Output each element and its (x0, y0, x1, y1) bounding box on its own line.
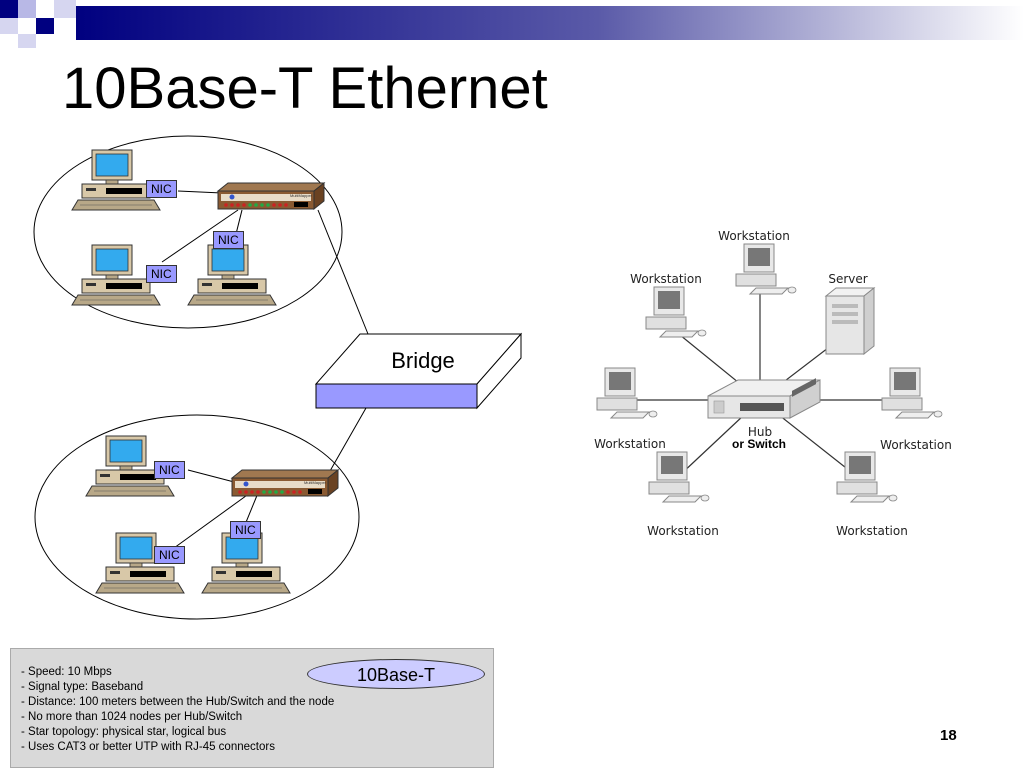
star-workstation-right (881, 367, 943, 419)
star-hub-icon (707, 378, 821, 419)
bridge-device (314, 332, 523, 410)
star-topology (596, 243, 943, 503)
note-item: - Distance: 100 meters between the Hub/S… (21, 696, 335, 708)
upper-hub-label: MultiMapper (290, 193, 313, 198)
star-hub-label: Hub (747, 425, 773, 439)
note-item: - Signal type: Baseband (21, 681, 144, 693)
star-workstation-upper-left (645, 286, 707, 338)
star-workstation-left (596, 367, 658, 419)
star-label-server: Server (828, 272, 868, 286)
notes-box: - Speed: 10 Mbps - Signal type: Baseband… (10, 648, 494, 768)
page-number: 18 (940, 727, 957, 744)
lower-network-boundary (34, 414, 360, 620)
star-hub-sublabel: or Switch (731, 437, 787, 451)
note-item: - Star topology: physical star, logical … (21, 726, 227, 738)
note-item: - Speed: 10 Mbps (21, 666, 112, 678)
header-banner-graphic (0, 0, 1024, 48)
star-label-left: Workstation (594, 437, 666, 451)
nic-label-upper-3: NIC (213, 231, 244, 249)
star-label-lower-left: Workstation (647, 524, 719, 538)
nic-label-lower-2: NIC (154, 546, 185, 564)
slide-title: 10Base-T Ethernet (62, 56, 548, 121)
server-icon (824, 286, 876, 356)
star-workstation-top (735, 243, 797, 295)
star-label-top: Workstation (718, 229, 790, 243)
star-label-lower-right: Workstation (836, 524, 908, 538)
lower-hub-label: MultiMapper (304, 480, 327, 485)
notes-badge: 10Base-T (307, 659, 485, 689)
nic-label-lower-3: NIC (230, 521, 261, 539)
star-workstation-lower-left (648, 451, 710, 503)
star-label-upper-left: Workstation (630, 272, 702, 286)
bridge-label: Bridge (391, 348, 455, 373)
star-label-right: Workstation (880, 438, 952, 452)
nic-label-upper-1: NIC (146, 180, 177, 198)
nic-label-lower-1: NIC (154, 461, 185, 479)
star-workstation-lower-right (836, 451, 898, 503)
nic-label-upper-2: NIC (146, 265, 177, 283)
note-item: - No more than 1024 nodes per Hub/Switch (21, 711, 243, 723)
header-banner (0, 0, 1024, 48)
note-item: - Uses CAT3 or better UTP with RJ-45 con… (21, 741, 275, 753)
